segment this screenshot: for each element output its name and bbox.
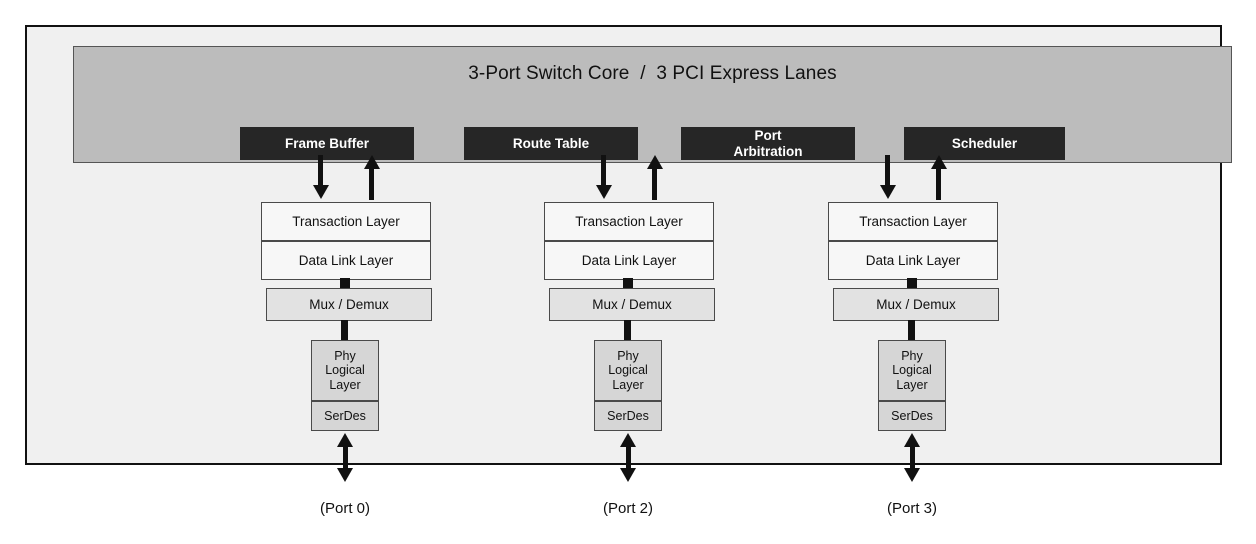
switch-core-title: 3-Port Switch Core / 3 PCI Express Lanes	[468, 63, 837, 84]
engine-scheduler[interactable]: Scheduler	[904, 127, 1065, 160]
switch-core-block: 3-Port Switch Core / 3 PCI Express Lanes…	[73, 46, 1232, 163]
engine-route-table[interactable]: Route Table	[464, 127, 638, 160]
phy-logical-layer-0[interactable]: Phy Logical Layer	[311, 340, 379, 401]
phy-logical-layer-2[interactable]: Phy Logical Layer	[878, 340, 946, 401]
port-label-0: (Port 0)	[319, 500, 370, 517]
mux-demux-1[interactable]: Mux / Demux	[549, 288, 715, 321]
transaction-layer-0[interactable]: Transaction Layer	[261, 202, 431, 241]
datalink-mux-connector-0	[340, 278, 350, 290]
engine-frame-buffer[interactable]: Frame Buffer	[240, 127, 414, 160]
transaction-layer-2[interactable]: Transaction Layer	[828, 202, 998, 241]
mux-phy-connector-2	[908, 320, 915, 341]
datalink-mux-connector-1	[623, 278, 633, 290]
data-link-layer-1[interactable]: Data Link Layer	[544, 241, 714, 280]
transaction-layer-1[interactable]: Transaction Layer	[544, 202, 714, 241]
data-link-layer-2[interactable]: Data Link Layer	[828, 241, 998, 280]
mux-demux-2[interactable]: Mux / Demux	[833, 288, 999, 321]
serdes-1[interactable]: SerDes	[594, 401, 662, 431]
engine-port-arbitration[interactable]: Port Arbitration	[681, 127, 855, 160]
phy-logical-layer-1[interactable]: Phy Logical Layer	[594, 340, 662, 401]
mux-phy-connector-1	[624, 320, 631, 341]
mux-phy-connector-0	[341, 320, 348, 341]
mux-demux-0[interactable]: Mux / Demux	[266, 288, 432, 321]
port-label-1: (Port 2)	[602, 500, 653, 517]
data-link-layer-0[interactable]: Data Link Layer	[261, 241, 431, 280]
serdes-0[interactable]: SerDes	[311, 401, 379, 431]
datalink-mux-connector-2	[907, 278, 917, 290]
port-label-2: (Port 3)	[886, 500, 937, 517]
serdes-2[interactable]: SerDes	[878, 401, 946, 431]
